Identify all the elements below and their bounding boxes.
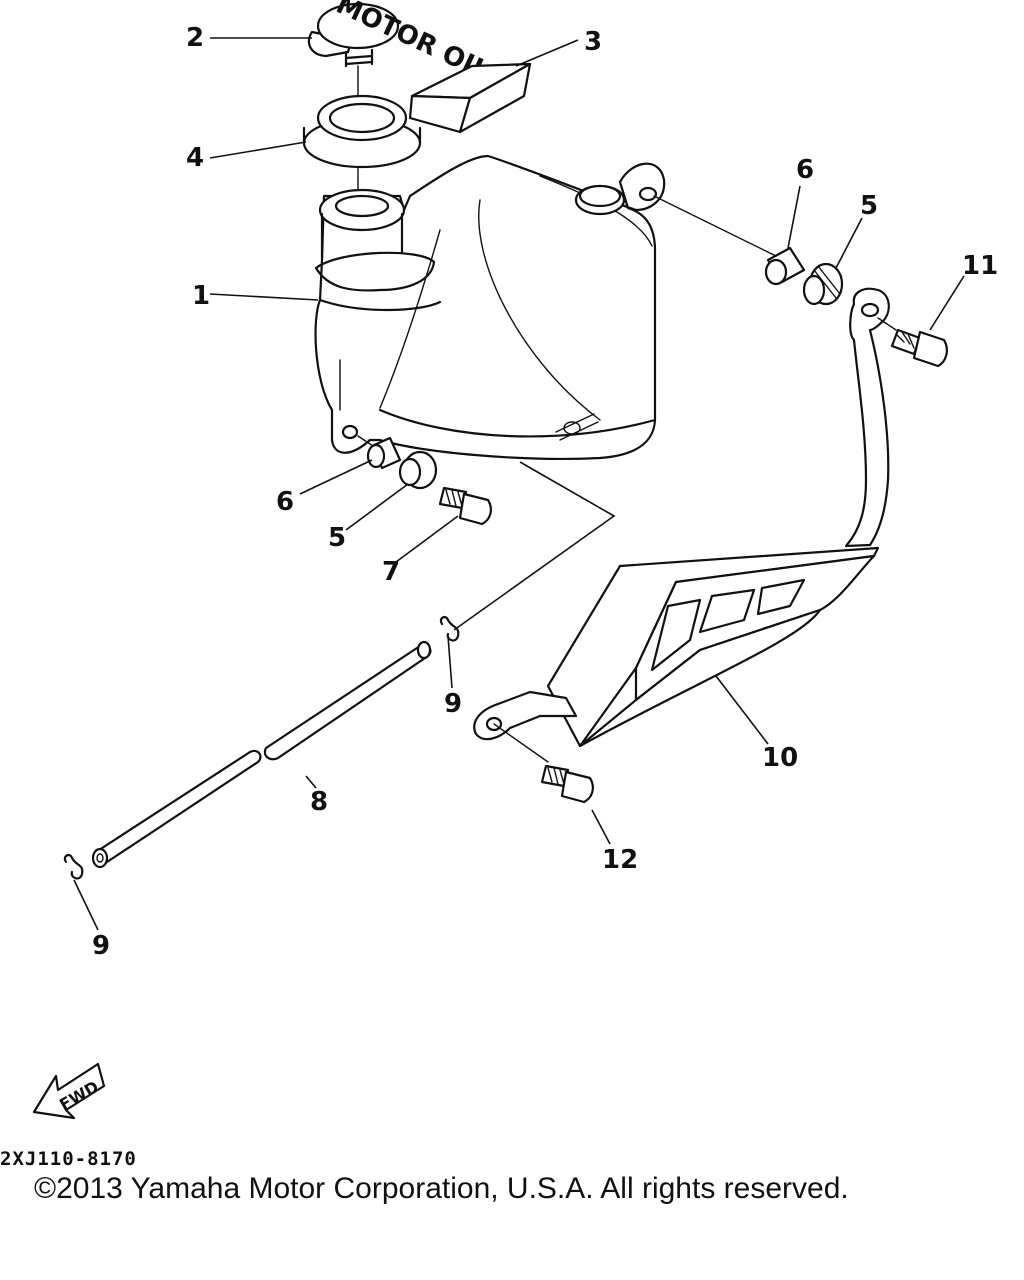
grommet-upper [802, 262, 844, 306]
filler-grommet [302, 94, 422, 169]
copyright-notice: ©2013 Yamaha Motor Corporation, U.S.A. A… [34, 1172, 849, 1205]
callout-10: 10 [762, 743, 798, 773]
callout-12: 12 [602, 845, 638, 875]
forward-arrow-icon: FWD [32, 1062, 106, 1120]
callout-9-lower: 9 [92, 931, 110, 961]
oil-tank [314, 154, 666, 460]
callout-8: 8 [310, 787, 328, 817]
foam-block [408, 62, 532, 134]
callout-7: 7 [382, 557, 400, 587]
callout-6-lower: 6 [276, 487, 294, 517]
grommet-lower [398, 450, 438, 490]
callout-5-lower: 5 [328, 523, 346, 553]
callout-6-upper: 6 [796, 155, 814, 185]
callout-9-upper: 9 [444, 689, 462, 719]
bolt-7 [438, 486, 492, 526]
oil-hose [91, 640, 432, 869]
collar-lower [366, 436, 402, 470]
callout-3: 3 [584, 27, 602, 57]
hose-clip-upper [439, 615, 460, 642]
callout-11: 11 [962, 251, 998, 281]
diagram-code: 2XJ110-8170 [0, 1148, 137, 1170]
bolt-11 [890, 328, 948, 368]
callout-1: 1 [192, 281, 210, 311]
callout-2: 2 [186, 23, 204, 53]
hose-clip-lower [63, 853, 84, 880]
callout-4: 4 [186, 143, 204, 173]
collar-upper [764, 246, 806, 286]
bolt-12 [540, 764, 594, 804]
callout-5-upper: 5 [860, 191, 878, 221]
tank-bracket [473, 287, 890, 748]
